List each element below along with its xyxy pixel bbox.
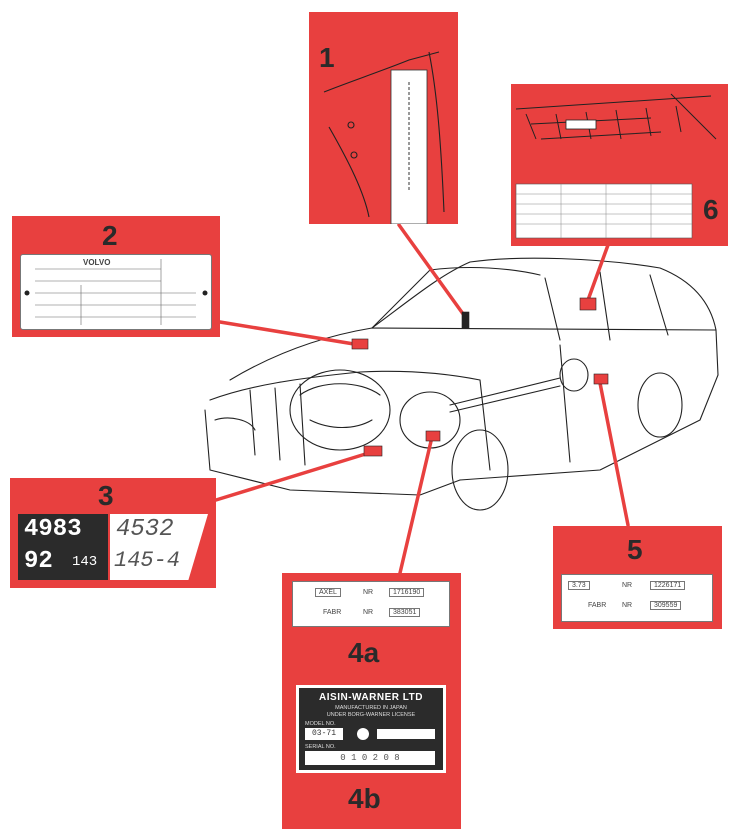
leader-line-2 xyxy=(220,322,360,345)
spec-table xyxy=(516,184,692,238)
light-plate-bottom: 145-4 xyxy=(114,548,180,573)
callout-number-4b: 4b xyxy=(348,785,381,813)
marker-6 xyxy=(580,298,596,310)
callout-panel-3: 3 4983 92 143 4532 145-4 xyxy=(10,478,216,588)
light-plate-top: 4532 xyxy=(116,516,174,543)
plate-brand: VOLVO xyxy=(83,258,110,267)
type-plate-2: VOLVO xyxy=(20,254,212,330)
engine-number-plate-dark: 4983 92 143 xyxy=(18,514,108,580)
engine-detail xyxy=(300,384,380,428)
gearbox-plate-4b: AISIN-WARNER LTD MANUFACTURED IN JAPAN U… xyxy=(296,685,446,773)
rear-axle-plate: 3.73 NR 1226171 FABR NR 309559 xyxy=(561,574,713,622)
leader-line-5 xyxy=(600,383,628,525)
rear-wheel xyxy=(638,373,682,437)
plate5-r2a: FABR xyxy=(588,602,606,609)
plate4b-title: AISIN-WARNER LTD xyxy=(299,692,443,703)
engine-number-plate-light: 4532 145-4 xyxy=(110,514,208,580)
car-grille xyxy=(250,384,305,465)
plate5-r1a: 3.73 xyxy=(568,581,590,590)
car-door-line xyxy=(480,345,570,470)
plate4b-model-value: 03-71 xyxy=(305,728,343,740)
dark-plate-bottom-a: 92 xyxy=(24,548,53,575)
plate4b-seal xyxy=(357,728,369,740)
marker-1 xyxy=(462,312,469,328)
plate4b-blank-field xyxy=(377,729,435,739)
plate4a-r2a: FABR xyxy=(323,609,341,616)
callout-number-3: 3 xyxy=(98,482,114,510)
plate4b-serial-label: SERIAL NO. xyxy=(305,744,336,750)
callout-panel-1: 1 xyxy=(309,12,458,224)
callout-number-4a: 4a xyxy=(348,639,379,667)
plate4a-r1a: AXEL xyxy=(315,588,341,597)
plate4a-r1b: NR xyxy=(363,589,373,596)
marker-3 xyxy=(364,446,382,456)
leader-line-4 xyxy=(400,437,432,573)
callout-number-5: 5 xyxy=(627,536,643,564)
car-roof-outline xyxy=(372,258,716,330)
door-pillar-sketch xyxy=(309,12,458,224)
car-headlight xyxy=(215,418,255,430)
marker-4 xyxy=(426,431,440,441)
engine-block xyxy=(290,370,390,450)
leader-line-1 xyxy=(399,225,466,318)
callout-panel-2: 2 VOLVO xyxy=(12,216,220,337)
plate5-r2c: 309559 xyxy=(650,601,681,610)
leader-line-6 xyxy=(588,245,608,300)
plate4a-r1c: 1716190 xyxy=(389,588,424,597)
plate4b-sub1: MANUFACTURED IN JAPAN xyxy=(299,705,443,711)
gearbox-plate-4a: AXEL NR 1716190 FABR NR 383051 xyxy=(292,581,450,627)
plate4b-sub2: UNDER BORG-WARNER LICENSE xyxy=(299,712,443,718)
driveshaft xyxy=(450,378,560,412)
car-windshield xyxy=(372,268,540,328)
engine-bay-sketch xyxy=(511,84,728,246)
callout-panel-4: AXEL NR 1716190 FABR NR 383051 4a AISIN-… xyxy=(282,573,461,829)
dark-plate-bottom-b: 143 xyxy=(72,554,97,570)
rear-axle-housing xyxy=(560,359,588,391)
plate4a-r2b: NR xyxy=(363,609,373,616)
marker-2 xyxy=(352,339,368,349)
plate5-r1b: NR xyxy=(622,582,632,589)
plate4b-serial-value: 0 1 0 2 0 8 xyxy=(305,751,435,765)
plate5-r1c: 1226171 xyxy=(650,581,685,590)
plate4b-model-label: MODEL NO. xyxy=(305,721,336,727)
marker-5 xyxy=(594,374,608,384)
plate4a-r2c: 383051 xyxy=(389,608,420,617)
dark-plate-top: 4983 xyxy=(24,516,82,543)
plate5-r2b: NR xyxy=(622,602,632,609)
callout-panel-5: 5 3.73 NR 1226171 FABR NR 309559 xyxy=(553,526,722,629)
callout-panel-6: 6 xyxy=(511,84,728,246)
front-wheel xyxy=(452,430,508,510)
callout-number-2: 2 xyxy=(102,222,118,250)
